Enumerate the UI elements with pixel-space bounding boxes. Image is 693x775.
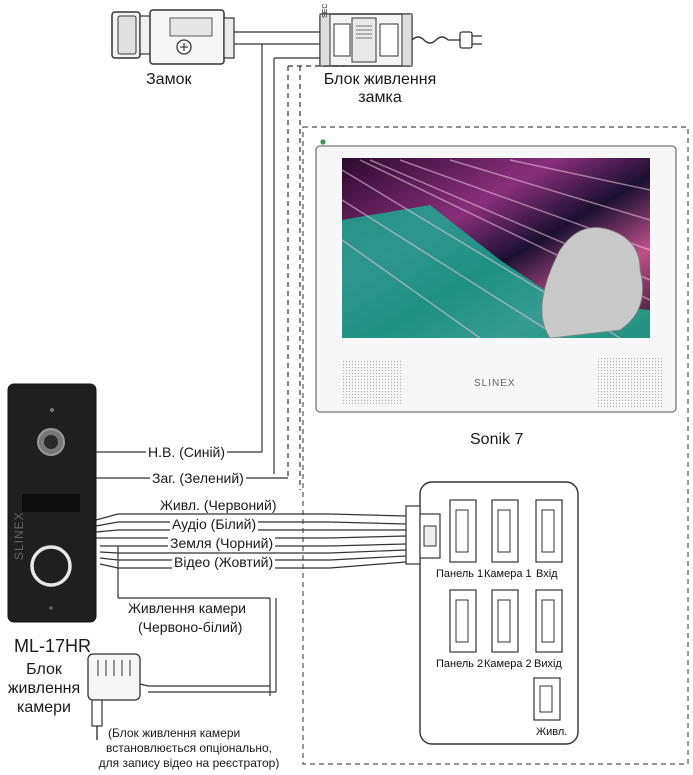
lock-wires (234, 31, 320, 474)
camera-psu-label-3: камери (17, 699, 71, 716)
cam-power-label-1: Живлення камери (126, 600, 248, 616)
connector-panel2 (449, 589, 477, 653)
panel-name: ML-17HR (14, 636, 92, 656)
camera-psu-device (87, 653, 149, 740)
connector-panel1-label: Панель 1 (436, 568, 484, 580)
wire-ground-label: Земля (Чорний) (168, 535, 276, 551)
lock-device (111, 9, 235, 65)
connector-camera1-label: Камера 1 (484, 568, 532, 580)
connector-camera1 (491, 499, 519, 563)
connector-output (535, 589, 563, 653)
cam-power-label-2: (Червоно-білий) (138, 619, 243, 635)
connector-power (533, 677, 561, 721)
camera-psu-label-1: Блок (26, 661, 62, 678)
lock-power-supply (319, 13, 482, 67)
wire-audio-label: Аудіо (Білий) (170, 516, 259, 532)
monitor-lock-wires (287, 65, 345, 490)
note-line-1: (Блок живлення камери (108, 726, 241, 740)
monitor-brand: SLINEX (474, 378, 516, 389)
monitor-kit-boundary (302, 126, 689, 765)
connector-panel1 (449, 499, 477, 563)
connector-input-label: Вхід (536, 568, 558, 580)
connector-power-label: Живл. (536, 726, 568, 738)
note-line-2: встановлюється опціонально, (106, 741, 272, 755)
connector-panel2-label: Панель 2 (436, 658, 484, 670)
call-panel-device (7, 383, 97, 623)
lock-power-tag: SEC (322, 3, 329, 18)
connector-board (405, 481, 579, 745)
wire-video-label: Відео (Жовтий) (172, 554, 276, 570)
note-line-3: для запису відео на реєстратор) (98, 756, 280, 770)
wire-power-label: Живл. (Червоний) (158, 497, 279, 513)
camera-psu-label-2: живлення (7, 680, 81, 697)
lock-label: Замок (146, 71, 192, 88)
connector-output-label: Вихід (534, 658, 562, 670)
panel-wires (95, 451, 407, 696)
panel-brand: SLINEX (12, 511, 26, 560)
lock-power-label-2: замка (358, 89, 402, 106)
connector-camera2-label: Камера 2 (484, 658, 532, 670)
monitor-device (315, 139, 677, 413)
connector-camera2 (491, 589, 519, 653)
monitor-name: Sonik 7 (470, 431, 524, 448)
wire-zag-label: Заг. (Зелений) (150, 470, 246, 486)
connector-input (535, 499, 563, 563)
wire-nv-label: Н.В. (Синій) (146, 444, 228, 460)
lock-power-label-1: Блок живлення (323, 71, 437, 88)
